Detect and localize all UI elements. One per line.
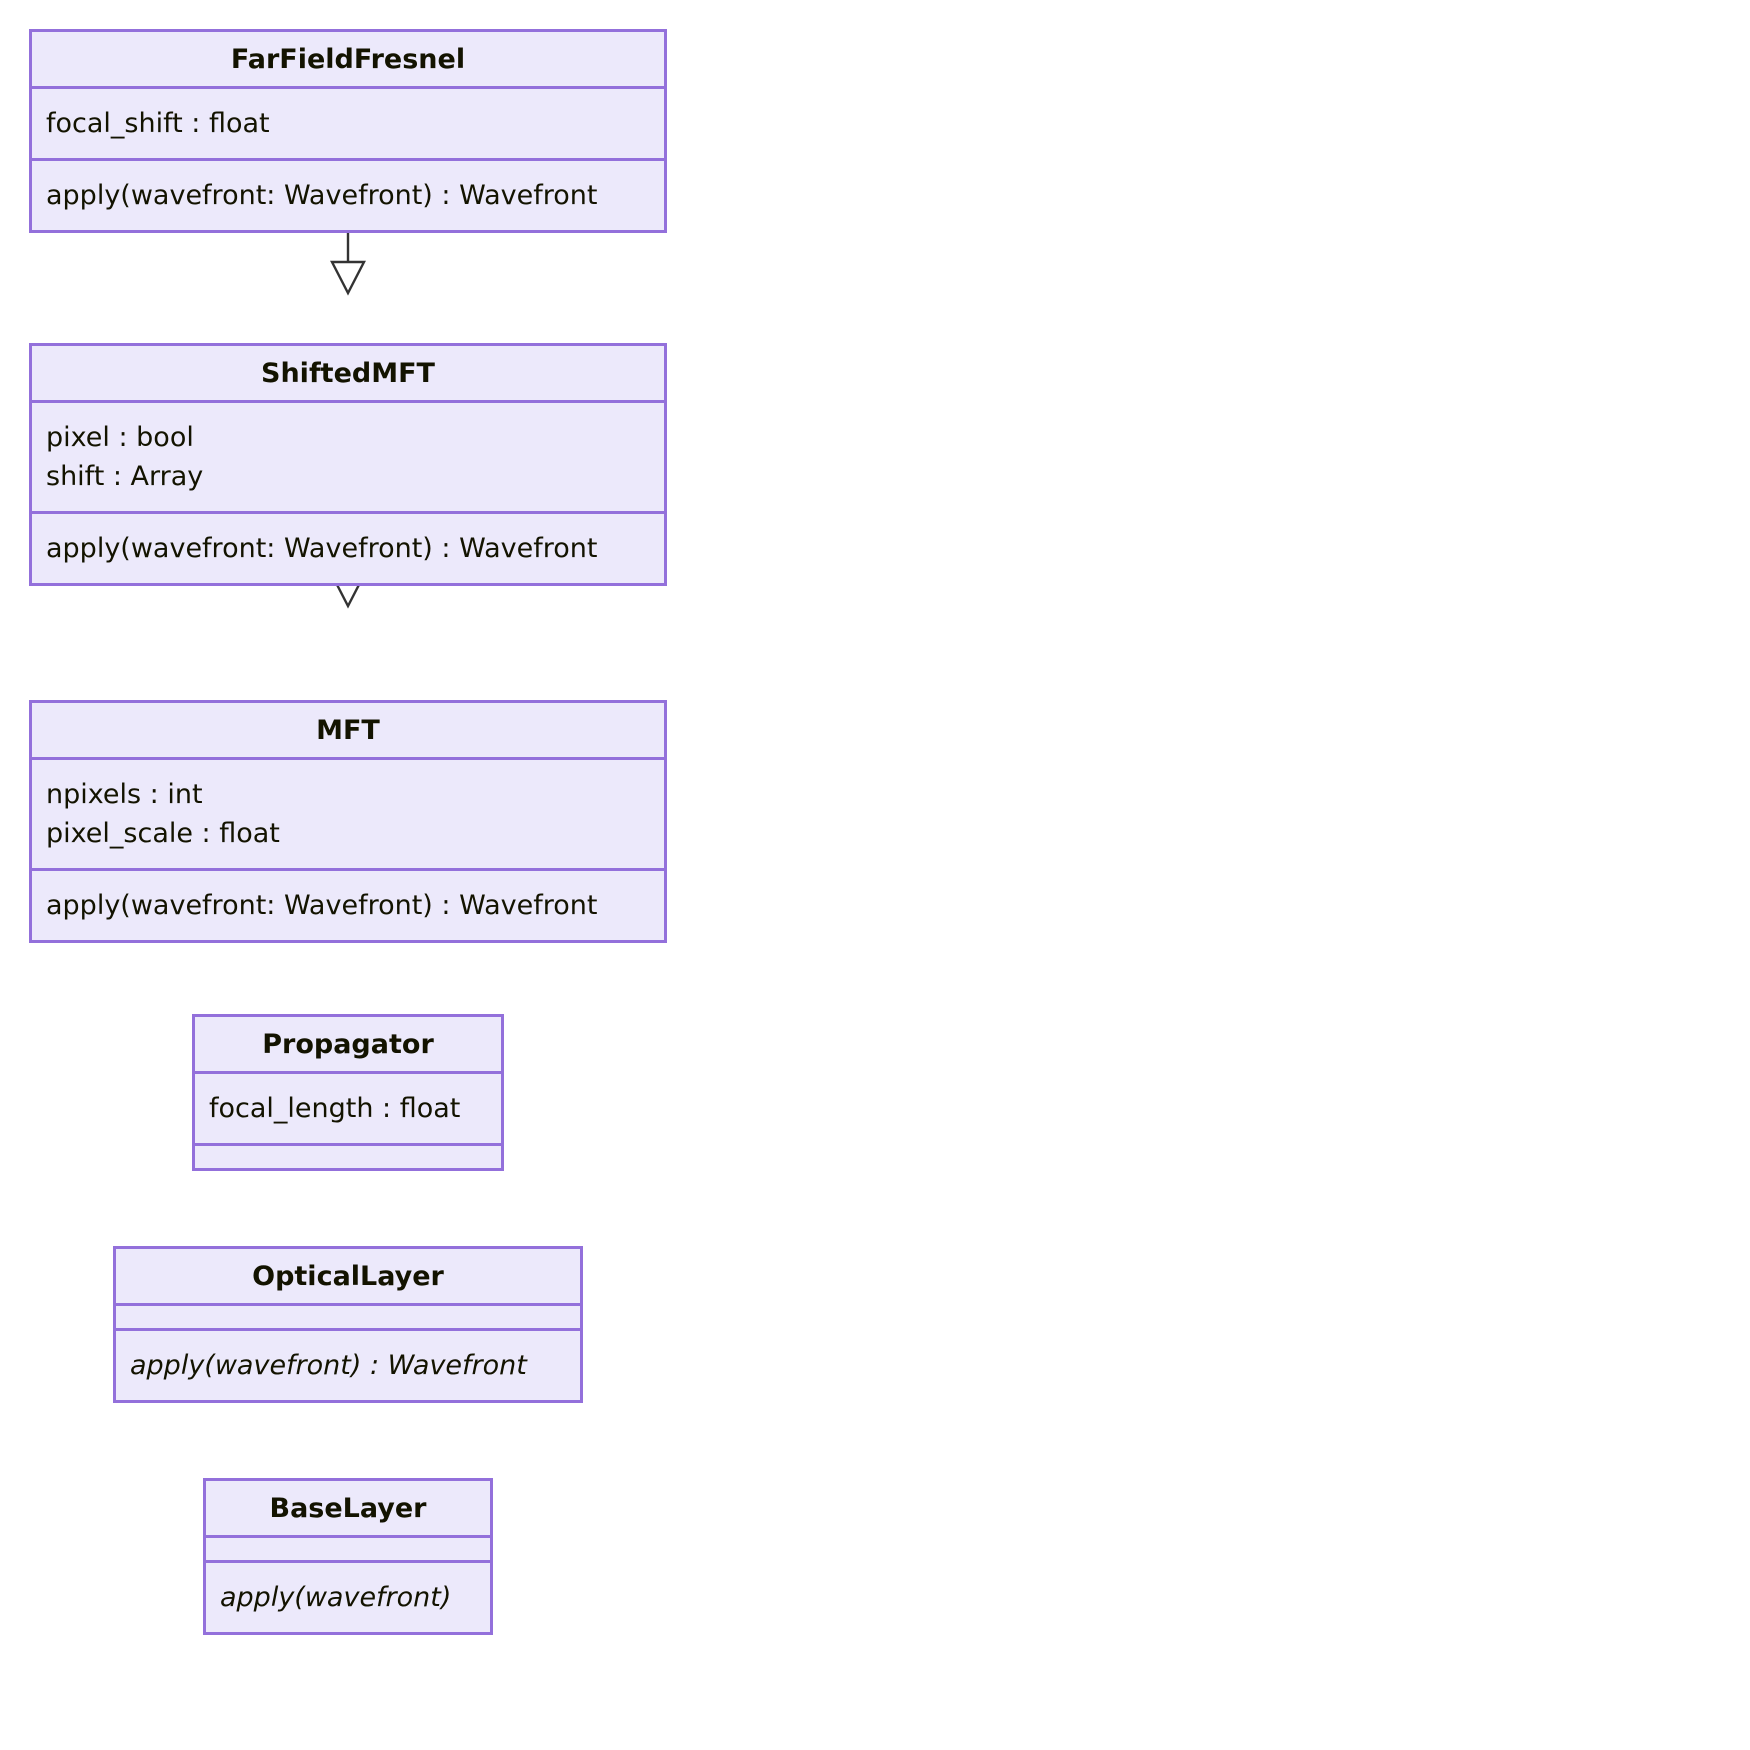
- class-methods-baselayer: apply(wavefront): [206, 1563, 490, 1632]
- class-methods-farfieldfresnel: apply(wavefront: Wavefront) : Wavefront: [32, 161, 664, 230]
- class-attributes-shiftedmft: pixel : bool shift : Array: [32, 403, 664, 511]
- class-attributes-farfieldfresnel: focal_shift : float: [32, 89, 664, 158]
- class-divider: [206, 1535, 490, 1538]
- class-name-farfieldfresnel: FarFieldFresnel: [230, 44, 466, 75]
- class-box-baselayer[interactable]: BaseLayer apply(wavefront): [203, 1478, 493, 1636]
- class-attributes-baselayer: [206, 1538, 490, 1560]
- class-attributes-opticallayer: [116, 1306, 580, 1328]
- class-name-propagator: Propagator: [262, 1029, 434, 1060]
- class-methods-opticallayer: apply(wavefront) : Wavefront: [116, 1331, 580, 1400]
- class-method: apply(wavefront: Wavefront) : Wavefront: [46, 890, 598, 922]
- class-methods-propagator: [195, 1146, 501, 1168]
- class-attribute: focal_shift : float: [46, 108, 270, 139]
- class-attribute: shift : Array: [46, 461, 204, 493]
- class-divider: [32, 868, 664, 872]
- class-name-shiftedmft: ShiftedMFT: [261, 358, 435, 389]
- class-divider: [32, 86, 664, 89]
- class-divider: [32, 511, 664, 515]
- class-attribute: pixel : bool: [46, 422, 194, 453]
- class-attributes-propagator: focal_length : float: [195, 1074, 501, 1143]
- class-divider: [32, 400, 664, 403]
- class-methods-mft: apply(wavefront: Wavefront) : Wavefront: [32, 871, 664, 940]
- class-name-baselayer: BaseLayer: [269, 1493, 427, 1524]
- class-divider: [195, 1143, 501, 1147]
- class-methods-shiftedmft: apply(wavefront: Wavefront) : Wavefront: [32, 514, 664, 583]
- class-box-mft[interactable]: MFT npixels : int pixel_scale : float ap…: [29, 700, 667, 944]
- class-divider: [206, 1560, 490, 1563]
- class-attribute: npixels : int: [46, 779, 203, 810]
- class-box-propagator[interactable]: Propagator focal_length : float: [192, 1014, 504, 1172]
- class-attribute: focal_length : float: [209, 1093, 461, 1124]
- class-method: apply(wavefront: Wavefront) : Wavefront: [46, 180, 598, 212]
- class-method: apply(wavefront: Wavefront) : Wavefront: [46, 533, 598, 565]
- class-divider: [32, 757, 664, 760]
- class-attributes-mft: npixels : int pixel_scale : float: [32, 760, 664, 868]
- class-name-opticallayer: OpticalLayer: [252, 1261, 444, 1292]
- class-method: apply(wavefront): [220, 1582, 452, 1613]
- class-box-shiftedmft[interactable]: ShiftedMFT pixel : bool shift : Array ap…: [29, 343, 667, 587]
- class-divider: [116, 1303, 580, 1306]
- class-name-mft: MFT: [316, 715, 380, 746]
- class-method: apply(wavefront) : Wavefront: [130, 1350, 527, 1381]
- class-divider: [195, 1071, 501, 1074]
- class-divider: [116, 1328, 580, 1331]
- class-box-farfieldfresnel[interactable]: FarFieldFresnel focal_shift : float appl…: [29, 29, 667, 234]
- class-box-opticallayer[interactable]: OpticalLayer apply(wavefront) : Wavefron…: [113, 1246, 583, 1404]
- class-divider: [32, 158, 664, 162]
- class-attribute: pixel_scale : float: [46, 818, 280, 850]
